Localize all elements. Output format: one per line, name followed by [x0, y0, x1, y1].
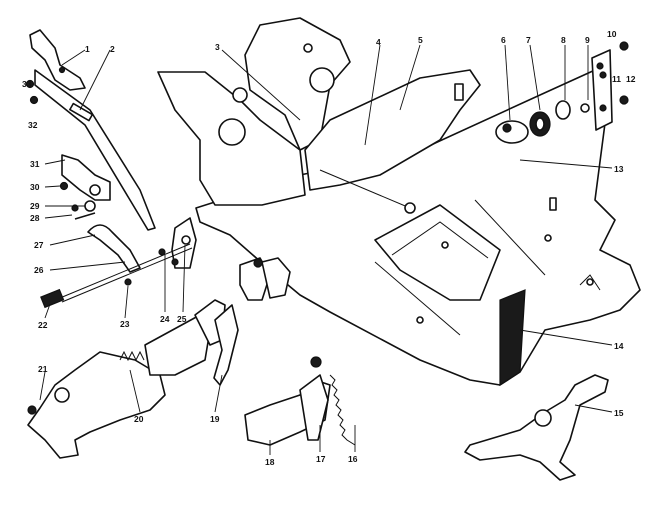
callout-11: 11 [612, 74, 621, 84]
callout-20: 20 [134, 414, 144, 424]
pulley-assembly [495, 41, 629, 144]
callout-12: 12 [626, 74, 636, 84]
callout-15: 15 [614, 408, 624, 418]
callout-29: 29 [30, 201, 40, 211]
callout-28: 28 [30, 213, 40, 223]
lower-left-lever [27, 257, 291, 459]
main-frame [157, 17, 641, 387]
callout-32: 32 [28, 120, 38, 130]
callout-23: 23 [120, 319, 130, 329]
callout-16: 16 [348, 454, 358, 464]
callout-21: 21 [38, 364, 48, 374]
callout-33: 33 [22, 79, 32, 89]
callout-18: 18 [265, 457, 275, 467]
tension-rod [40, 243, 193, 309]
callout-24: 24 [160, 314, 170, 324]
bottom-center-assembly [244, 356, 356, 446]
callout-7: 7 [526, 35, 531, 45]
callout-13: 13 [614, 164, 624, 174]
callout-26: 26 [34, 265, 44, 275]
callout-2: 2 [110, 44, 115, 54]
callout-5: 5 [418, 35, 423, 45]
callout-30: 30 [30, 182, 40, 192]
right-lower-bracket [464, 374, 609, 481]
callout-3: 3 [215, 42, 220, 52]
callout-22: 22 [38, 320, 48, 330]
callout-6: 6 [501, 35, 506, 45]
callout-17: 17 [316, 454, 326, 464]
callout-25: 25 [177, 314, 187, 324]
callout-1: 1 [85, 44, 90, 54]
callout-14: 14 [614, 341, 624, 351]
bracket-group-left [59, 154, 197, 273]
callout-8: 8 [561, 35, 566, 45]
leader-lines [39, 44, 613, 455]
callout-10: 10 [607, 29, 617, 39]
callout-31: 31 [30, 159, 40, 169]
left-lever-bracket [25, 29, 156, 231]
callout-4: 4 [376, 37, 381, 47]
callout-labels: 1 2 3 4 5 6 7 8 9 10 11 12 13 14 15 16 1… [22, 29, 636, 467]
callout-27: 27 [34, 240, 44, 250]
callout-9: 9 [585, 35, 590, 45]
callout-19: 19 [210, 414, 220, 424]
